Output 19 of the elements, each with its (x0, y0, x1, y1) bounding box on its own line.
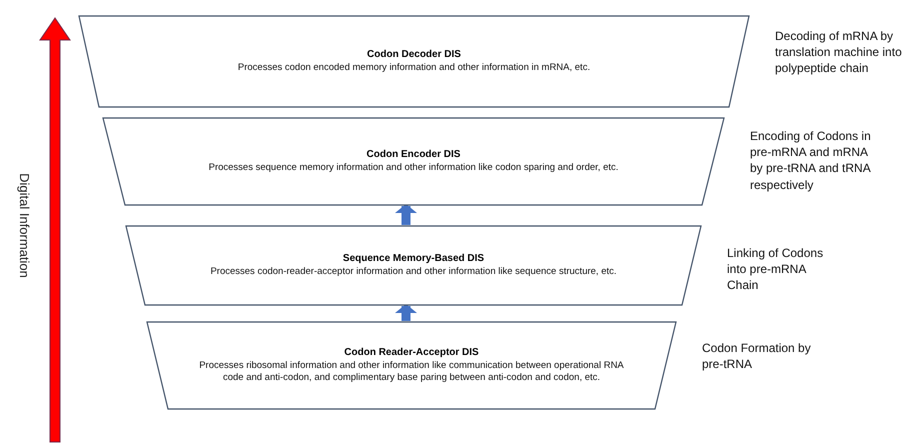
block-arrow (395, 204, 417, 225)
box-heading: Sequence Memory-Based DIS (342, 253, 484, 264)
side-note: Linking of Codons into pre-mRNA Chain (727, 245, 824, 294)
box-description: Processes ribosomal information and other information like communication between operational RNA code and anti-codon, and complimentary base paring between anti-codon and codon, etc. (198, 360, 625, 384)
box-description: Processes sequence memory information and other information like codon sparing and order, etc. (208, 162, 618, 174)
side-note: Codon Formation by pre-tRNA (702, 340, 812, 372)
side-note: Decoding of mRNA by translation machine into polypeptide chain (775, 28, 903, 77)
trapezoid-box (102, 117, 725, 206)
box-heading: Codon Encoder DIS (366, 149, 460, 160)
box-heading: Codon Decoder DIS (367, 49, 461, 60)
side-note: Encoding of Codons in pre-mRNA and mRNA by pre-tRNA and tRNA respectively (750, 128, 872, 193)
block-arrow (395, 304, 417, 321)
trapezoid-box (125, 225, 702, 306)
trapezoid-box (146, 321, 677, 410)
axis-label: Digital Information (16, 172, 32, 278)
box-description: Processes codon encoded memory information and other information in mRNA, etc. (238, 62, 590, 74)
box-description: Processes codon-reader-acceptor information and other information like sequence structure, etc. (210, 266, 617, 278)
box-heading: Codon Reader-Acceptor DIS (344, 347, 479, 358)
trapezoid-box (78, 15, 750, 108)
